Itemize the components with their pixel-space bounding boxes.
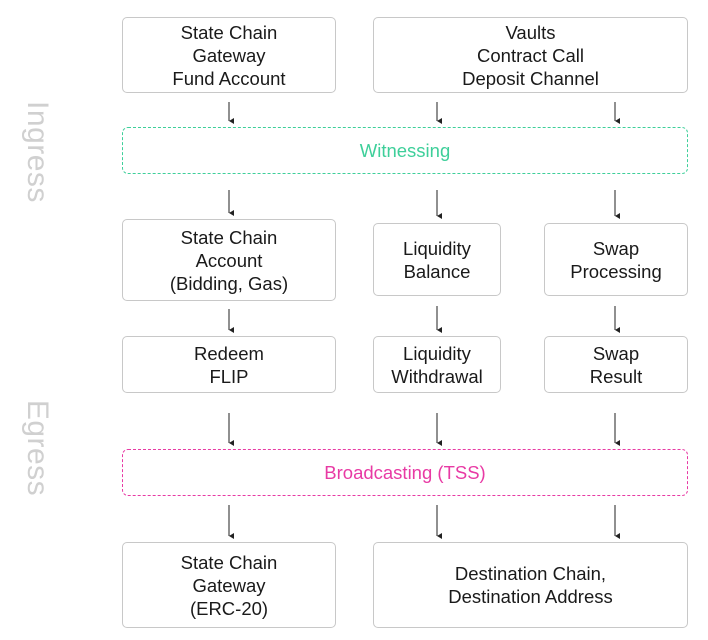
box-line: Fund Account [172, 67, 286, 89]
liquidity-balance-box: Liquidity Balance [373, 223, 501, 296]
box-line: Liquidity [403, 237, 471, 259]
box-line: Liquidity [403, 342, 471, 364]
box-line: Processing [570, 260, 662, 282]
box-line: Withdrawal [391, 365, 483, 387]
source-vaults-box: Vaults Contract Call Deposit Channel [373, 17, 688, 93]
box-line: Contract Call [477, 44, 584, 66]
box-line: Vaults [505, 21, 556, 43]
swap-result-box: Swap Result [544, 336, 688, 393]
witnessing-label: Witnessing [353, 139, 457, 162]
witnessing-band: Witnessing [122, 127, 688, 174]
dest-state-chain-box: State Chain Gateway (ERC-20) [122, 542, 336, 628]
box-line: (Bidding, Gas) [169, 272, 289, 294]
box-line: Deposit Channel [462, 67, 599, 89]
box-line: Destination Address [448, 586, 613, 607]
box-line: Result [589, 365, 643, 387]
liquidity-withdrawal-box: Liquidity Withdrawal [373, 336, 501, 393]
box-line: Swap [592, 342, 640, 364]
box-line: State Chain [180, 21, 278, 43]
state-chain-account-box: State Chain Account (Bidding, Gas) [122, 219, 336, 301]
box-line: Account [195, 249, 263, 271]
broadcasting-label: Broadcasting (TSS) [318, 461, 492, 484]
box-line: Balance [403, 260, 471, 282]
box-line: Redeem [194, 342, 264, 364]
box-line: (ERC-20) [189, 597, 269, 619]
redeem-flip-box: Redeem FLIP [122, 336, 336, 393]
box-line: Swap [592, 237, 640, 259]
broadcasting-band: Broadcasting (TSS) [122, 449, 688, 496]
box-line: Destination Chain, [454, 563, 607, 584]
destination-chain-box: Destination Chain, Destination Address [373, 542, 688, 628]
box-line: State Chain [180, 551, 278, 573]
box-line: FLIP [209, 365, 249, 387]
swap-processing-box: Swap Processing [544, 223, 688, 296]
box-line: Gateway [192, 44, 266, 66]
box-line: State Chain [180, 226, 278, 248]
source-state-chain-box: State Chain Gateway Fund Account [122, 17, 336, 93]
box-line: Gateway [192, 574, 266, 596]
